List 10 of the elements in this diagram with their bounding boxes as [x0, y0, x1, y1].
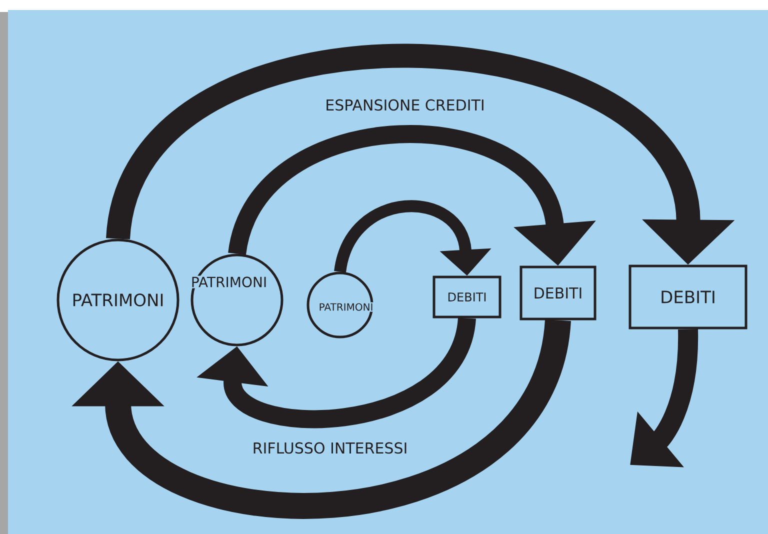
curved-arrow	[196, 316, 476, 428]
box-node: DEBITI	[432, 276, 502, 318]
arrow-label: RIFLUSSO INTERESSI	[254, 442, 406, 454]
box-node: DEBITI	[520, 266, 596, 320]
arrow-label: ESPANSIONE CREDITI	[326, 99, 484, 111]
curved-arrow	[72, 318, 571, 518]
circle-node: PATRIMONI	[306, 272, 374, 338]
box-node: DEBITI	[628, 264, 748, 330]
circle-node: PATRIMONI	[56, 238, 180, 362]
circle-node: PATRIMONI	[190, 254, 284, 346]
